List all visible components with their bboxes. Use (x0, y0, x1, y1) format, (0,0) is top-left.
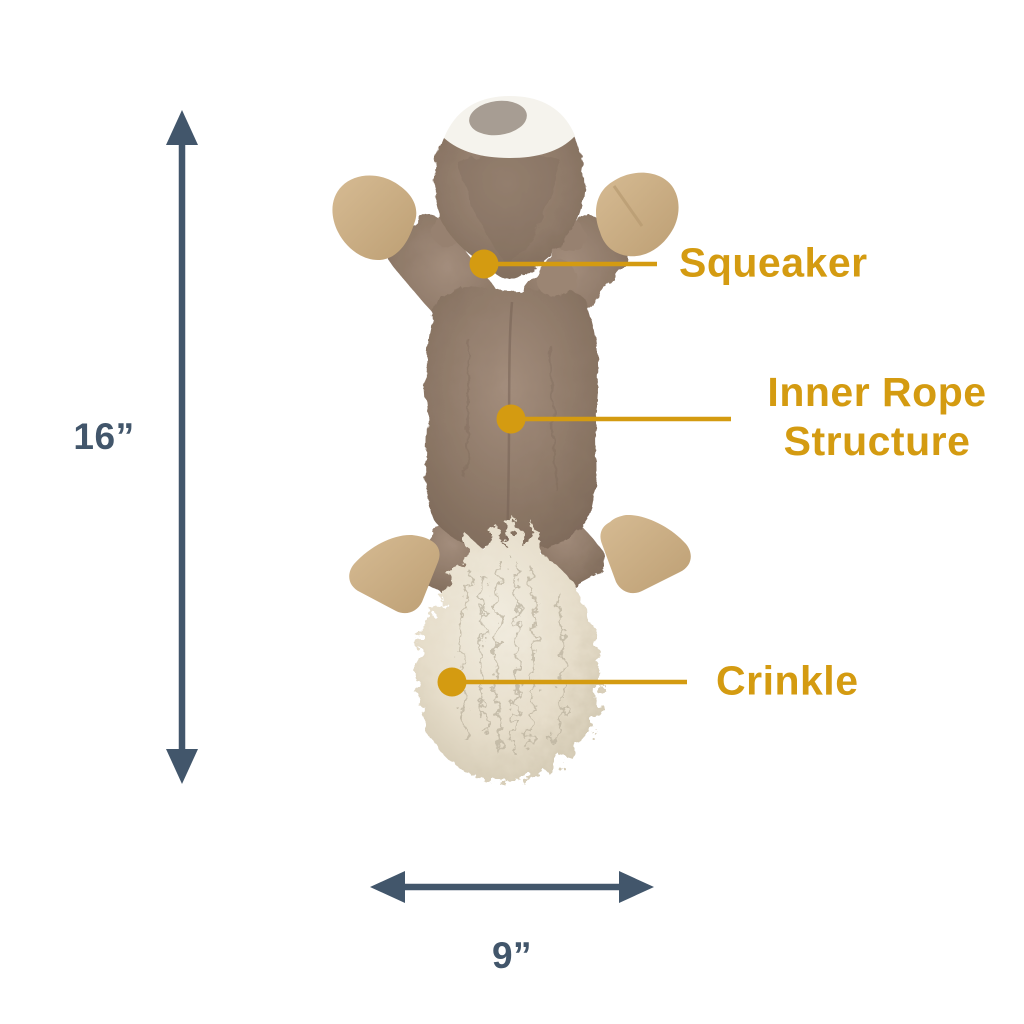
toy-tail (417, 516, 600, 781)
toy-left-arm-paw (332, 175, 417, 260)
toy-right-arm-paw (596, 172, 679, 257)
squeaker-point-dot (469, 249, 499, 279)
inner-rope-point-dot (496, 404, 526, 434)
width-measurement-label: 9” (491, 935, 533, 976)
inner-rope-label: Inner Rope Structure (747, 368, 1007, 466)
toy-left-leg-paw (349, 534, 440, 614)
crinkle-point-dot (437, 667, 467, 697)
squeaker-label: Squeaker (679, 239, 868, 286)
toy-right-leg-paw (600, 514, 691, 594)
toy-paw-seam (612, 185, 644, 227)
toy-head (433, 122, 585, 279)
crinkle-label: Crinkle (716, 657, 859, 704)
inner-rope-leader-line (496, 404, 731, 434)
crinkle-leader-line (437, 667, 687, 697)
toy-back-seam (505, 301, 514, 546)
squeaker-leader-line (469, 249, 657, 279)
toy-nose-gray-patch (469, 100, 527, 136)
height-measurement-label: 16” (73, 416, 135, 457)
inner-rope-label-line2: Structure (783, 418, 971, 464)
width-arrow (370, 871, 654, 903)
inner-rope-label-line1: Inner Rope (767, 369, 987, 415)
height-arrow (166, 110, 198, 784)
